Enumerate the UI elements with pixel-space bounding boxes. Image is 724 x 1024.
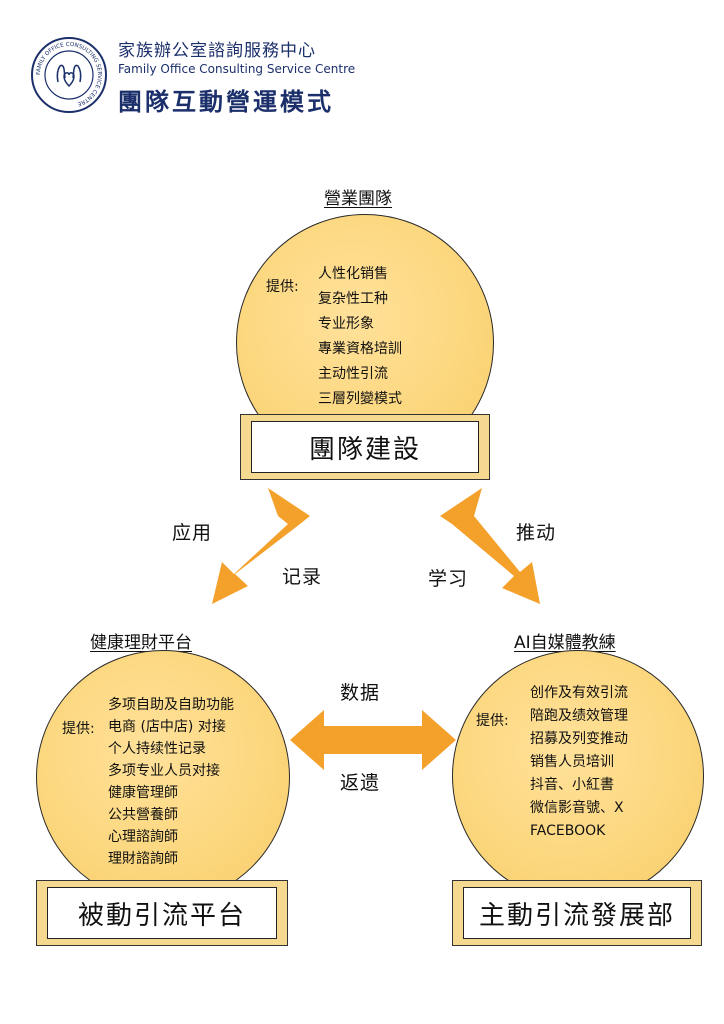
left-circle xyxy=(36,650,290,904)
arrow-label-push: 推动 xyxy=(516,522,557,544)
list-item: 抖音、小紅書 xyxy=(530,777,614,793)
list-item: 心理諮詢師 xyxy=(108,829,178,845)
arrow-label-apply: 应用 xyxy=(172,522,213,544)
list-item: 招募及列变推动 xyxy=(530,731,628,747)
left-double-arrow xyxy=(212,488,310,604)
top-section-title: 營業團隊 xyxy=(324,189,392,209)
right-box-frame: 主動引流發展部 xyxy=(452,880,702,946)
bottom-double-arrow xyxy=(290,710,456,770)
right-provide-label: 提供: xyxy=(476,713,509,729)
list-item: 销售人员培训 xyxy=(530,754,614,770)
list-item: 专业形象 xyxy=(318,316,374,332)
page-title: 團隊互動營運模式 xyxy=(118,88,334,116)
right-section-title: AI自媒體教練 xyxy=(514,633,616,653)
left-provide-label: 提供: xyxy=(62,721,95,737)
top-box-frame: 團隊建設 xyxy=(240,414,490,480)
right-box-label: 主動引流發展部 xyxy=(463,887,691,939)
list-item: 人性化销售 xyxy=(318,266,388,282)
left-box-label: 被動引流平台 xyxy=(47,887,277,939)
top-box-label: 團隊建設 xyxy=(251,421,479,473)
list-item: 三層列變模式 xyxy=(318,391,402,407)
org-logo: FAMILY OFFICE CONSULTING SERVICE CENTRE xyxy=(30,36,108,114)
arrow-label-feedback: 返遗 xyxy=(340,772,381,794)
list-item: 多项专业人员对接 xyxy=(108,763,220,779)
arrow-label-record: 记录 xyxy=(282,566,323,588)
list-item: 复杂性工种 xyxy=(318,291,388,307)
list-item: 理財諮詢師 xyxy=(108,851,178,867)
list-item: 微信影音號、X xyxy=(530,800,624,816)
list-item: 陪跑及绩效管理 xyxy=(530,708,628,724)
list-item: 多项自助及自助功能 xyxy=(108,697,234,713)
list-item: 创作及有效引流 xyxy=(530,685,628,701)
list-item: 健康管理師 xyxy=(108,785,178,801)
list-item: FACEBOOK xyxy=(530,823,606,839)
list-item: 主动性引流 xyxy=(318,366,388,382)
top-provide-label: 提供: xyxy=(266,279,299,295)
arrow-label-data: 数据 xyxy=(340,682,381,704)
top-item-list: 人性化销售 复杂性工种 专业形象 專業資格培訓 主动性引流 三層列變模式 xyxy=(318,262,402,412)
left-item-list: 多项自助及自助功能 电商 (店中店) 对接 个人持续性记录 多项专业人员对接 健… xyxy=(108,694,234,870)
list-item: 公共營養師 xyxy=(108,807,178,823)
right-circle xyxy=(452,650,704,902)
list-item: 个人持续性记录 xyxy=(108,741,206,757)
right-item-list: 创作及有效引流 陪跑及绩效管理 招募及列变推动 销售人员培训 抖音、小紅書 微信… xyxy=(530,682,628,843)
list-item: 电商 (店中店) 对接 xyxy=(108,719,226,735)
arrow-label-learn: 学习 xyxy=(428,568,469,590)
left-box-frame: 被動引流平台 xyxy=(36,880,288,946)
left-section-title: 健康理財平台 xyxy=(90,633,192,653)
list-item: 專業資格培訓 xyxy=(318,341,402,357)
org-name-en: Family Office Consulting Service Centre xyxy=(118,62,356,76)
org-name-zh: 家族辦公室諮詢服務中心 xyxy=(118,41,316,61)
right-double-arrow xyxy=(440,488,540,604)
